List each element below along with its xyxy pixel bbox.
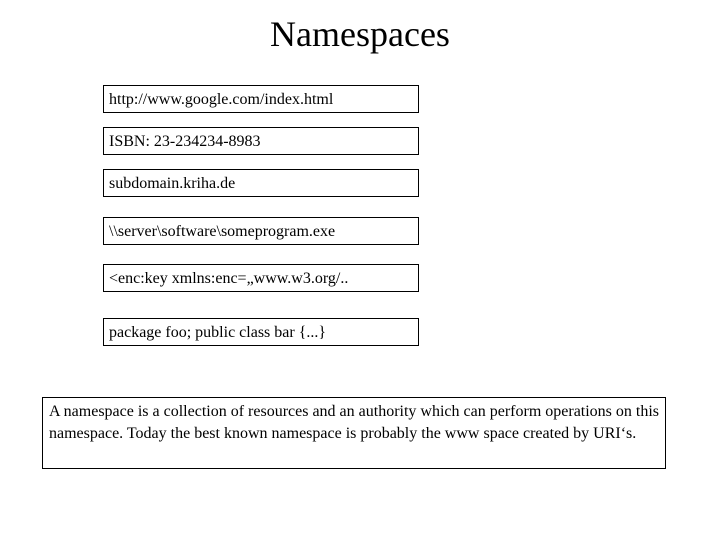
example-isbn-box: ISBN: 23-234234-8983: [103, 127, 419, 155]
example-domain-box: subdomain.kriha.de: [103, 169, 419, 197]
definition-text-box: A namespace is a collection of resources…: [42, 397, 666, 469]
example-url-box: http://www.google.com/index.html: [103, 85, 419, 113]
example-xml-namespace-box: <enc:key xmlns:enc=„www.w3.org/..: [103, 264, 419, 292]
slide-title: Namespaces: [270, 14, 450, 54]
example-unc-path-box: \\server\software\someprogram.exe: [103, 217, 419, 245]
example-java-package-box: package foo; public class bar {...}: [103, 318, 419, 346]
